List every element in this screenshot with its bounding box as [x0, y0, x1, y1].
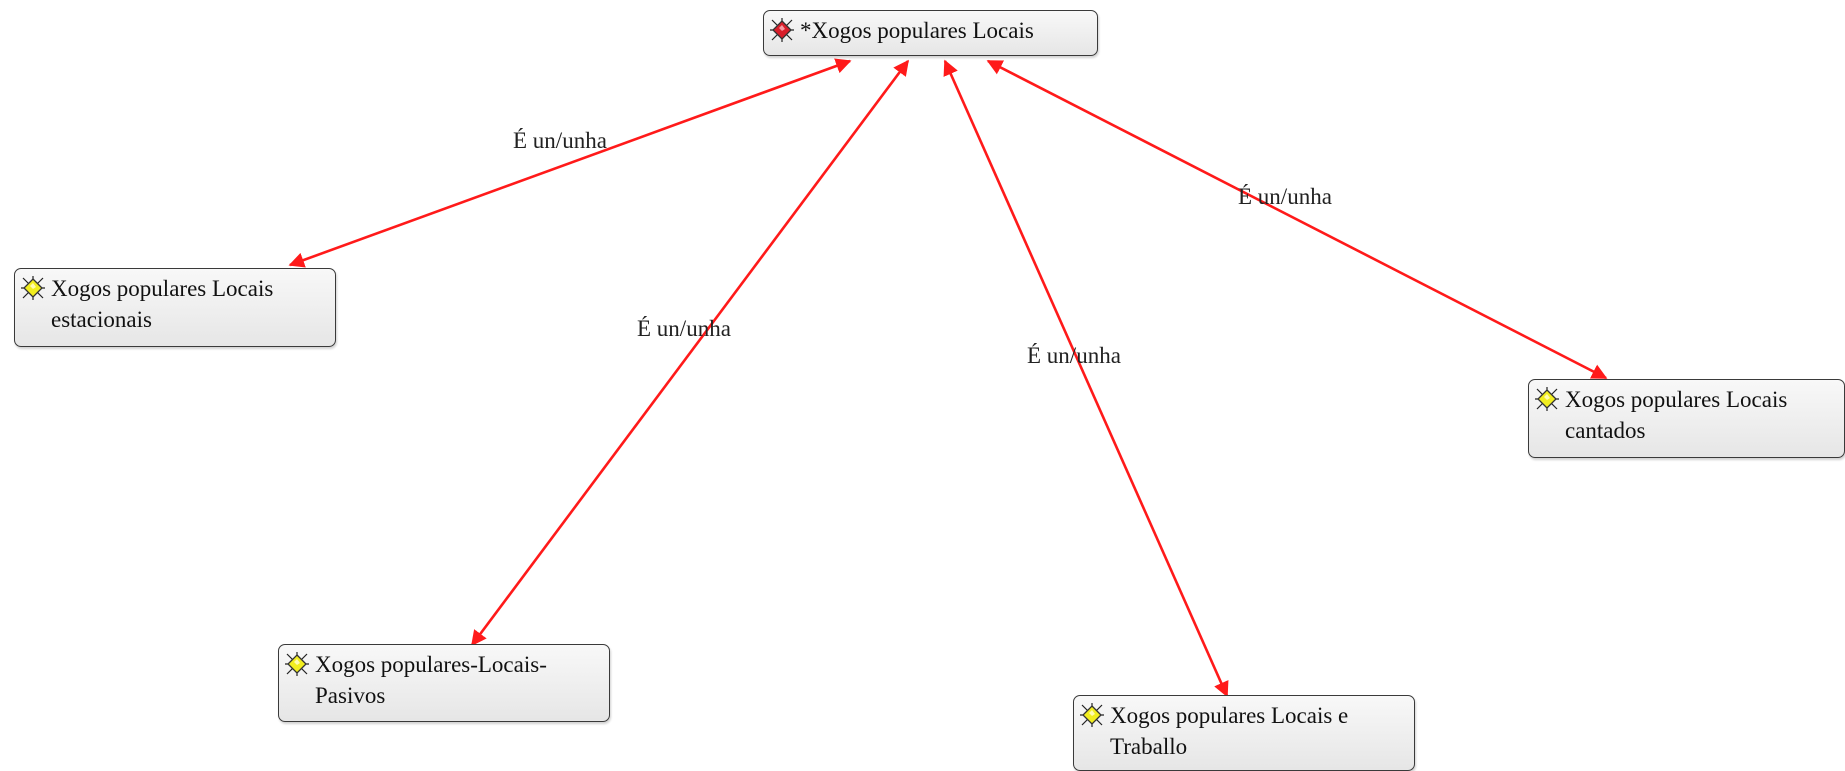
concept-node-traballo[interactable]: Xogos populares Locais e Traballo — [1073, 695, 1415, 771]
concept-icon-yellow — [1080, 703, 1104, 727]
concept-label-line-1: Xogos populares-Locais- — [315, 652, 547, 677]
concept-label-line-2: estacionais — [51, 307, 152, 332]
concept-icon-red — [770, 18, 794, 42]
relation-label[interactable]: É un/unha — [513, 128, 607, 153]
concept-icon-yellow — [285, 652, 309, 676]
relation-edge-traballo[interactable] — [943, 59, 1229, 698]
concept-label-line-2: Pasivos — [315, 683, 386, 708]
concept-label: *Xogos populares Locais — [800, 18, 1034, 43]
concept-icon-yellow — [1535, 387, 1559, 411]
concept-label-line-2: Traballo — [1110, 734, 1188, 759]
relation-label[interactable]: É un/unha — [637, 316, 731, 341]
concept-label-line-2: cantados — [1565, 418, 1646, 443]
relation-label[interactable]: É un/unha — [1027, 343, 1121, 368]
concept-label-line-1: Xogos populares Locais e — [1110, 703, 1349, 728]
concept-node-pasivos[interactable]: Xogos populares-Locais- Pasivos — [278, 644, 610, 722]
relation-edge-cantados[interactable] — [986, 59, 1608, 380]
concept-node-cantados[interactable]: Xogos populares Locais cantados — [1528, 379, 1845, 458]
relation-edge-pasivos[interactable] — [470, 59, 910, 647]
relation-label[interactable]: É un/unha — [1238, 184, 1332, 209]
concept-icon-yellow — [21, 276, 45, 300]
concept-label-line-1: Xogos populares Locais — [1565, 387, 1788, 412]
concept-node-root[interactable]: *Xogos populares Locais — [763, 10, 1098, 56]
relation-edge-estacionais[interactable] — [288, 58, 852, 268]
concept-label-line-1: Xogos populares Locais — [51, 276, 274, 301]
concept-node-estacionais[interactable]: Xogos populares Locais estacionais — [14, 268, 336, 347]
